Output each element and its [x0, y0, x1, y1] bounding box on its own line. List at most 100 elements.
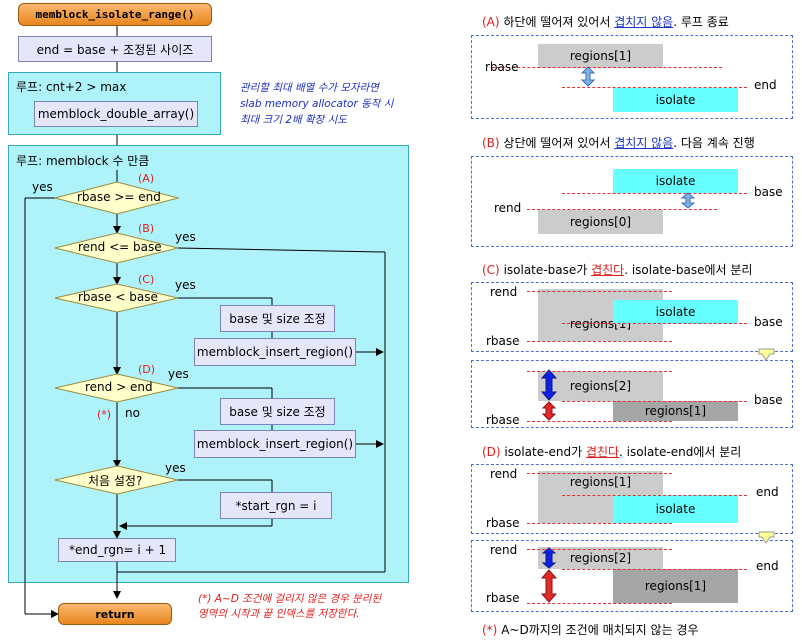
base-line [562, 323, 747, 324]
panel-a: regions[1] isolate rbase end [471, 35, 793, 119]
note2-line2: 영역의 시작과 끝 인덱스를 저장한다. [198, 608, 360, 620]
base-label: base [754, 315, 783, 329]
decision-c-label: rbase < base [78, 290, 158, 304]
yes-b: yes [175, 230, 196, 244]
decision-b-label: rend <= base [78, 240, 162, 254]
end-label: end [754, 78, 777, 92]
rend-line [527, 549, 672, 550]
rend-label: rend [490, 285, 518, 299]
end-line [562, 569, 747, 570]
yes-c: yes [175, 278, 196, 292]
panel-c1: regions[1] isolate rend base rbase [471, 282, 793, 352]
isolate-bar: isolate [613, 169, 738, 193]
gap-arrow-icon [680, 192, 696, 209]
tag-c: (C) [138, 273, 155, 286]
rbase-label: rbase [486, 334, 520, 348]
size-arrow-icon [541, 401, 557, 421]
rend-line [527, 209, 717, 210]
no-d: no [125, 406, 140, 420]
note1-line3: 최대 크기 2배 확장 시도 [240, 114, 347, 126]
decision-b-shape [54, 232, 179, 264]
decision-d-label: rend > end [85, 380, 153, 394]
end-rgn-box: *end_rgn= i + 1 [58, 538, 176, 562]
rend-line [527, 473, 672, 474]
decision-d-shape [54, 373, 179, 403]
decision-first-label: 처음 설정? [88, 474, 143, 488]
region1-bar: regions[1] [538, 44, 663, 68]
decision-first-shape [54, 465, 179, 495]
tag-b: (B) [138, 222, 155, 235]
decision-a-label: rbase >= end [77, 190, 161, 204]
note2-line1: (*) A~D 조건에 걸리지 않은 경우 분리된 [198, 593, 382, 605]
size-arrow-icon [540, 369, 558, 401]
loop-memblock-title: 루프: memblock 수 만큼 [16, 154, 150, 168]
rend-line [527, 291, 672, 292]
isolate-bar: isolate [613, 88, 738, 112]
case-c-header: (C) isolate-base가 겹친다. isolate-base에서 분리 [482, 263, 753, 277]
rbase-line [527, 341, 672, 342]
rend-line [527, 371, 672, 372]
isolate-bar: isolate [613, 495, 738, 523]
size-arrow-icon [540, 569, 558, 603]
end-label: end [756, 485, 779, 499]
tag-d: (D) [138, 363, 156, 376]
yes-a: yes [32, 180, 53, 194]
decision-a-shape [54, 181, 180, 215]
note1-line1: 관리할 최대 배열 수가 모자라면 [240, 82, 379, 94]
note-star: (*) A~D 조건에 걸리지 않은 경우 분리된 영역의 시작과 끝 인덱스를… [198, 592, 381, 622]
size-arrow-icon [541, 547, 557, 569]
rbase-label: rbase [486, 591, 520, 605]
yes-d: yes [168, 367, 189, 381]
base-line [562, 193, 747, 194]
panel-b: isolate regions[0] base rend [471, 156, 793, 247]
region1-bar: regions[1] [613, 401, 738, 421]
base-label: base [754, 393, 783, 407]
panel-d1: regions[1] isolate rend end rbase [471, 464, 793, 534]
yes-first: yes [165, 461, 186, 475]
decision-c-shape [54, 283, 179, 313]
down-arrow-icon [758, 348, 775, 361]
return-terminal: return [58, 603, 172, 625]
panel-c2: regions[2] regions[1] base rbase [471, 360, 793, 428]
region1-bar: regions[1] [613, 569, 738, 603]
base-label: base [754, 185, 783, 199]
down-arrow-icon [758, 531, 775, 544]
rbase-label: rbase [486, 516, 520, 530]
isolate-bar: isolate [613, 300, 738, 324]
rbase-label: rbase [486, 413, 520, 427]
note1-line2: slab memory allocator 동작 시 [240, 98, 394, 110]
rend-label: rend [490, 543, 518, 557]
double-array-box: memblock_double_array() [34, 101, 198, 127]
init-end-box: end = base + 조정된 사이즈 [18, 36, 212, 62]
tag-a: (A) [138, 172, 155, 185]
rbase-line [527, 421, 672, 422]
rend-label: rend [490, 467, 518, 481]
insert-d-box: memblock_insert_region() [194, 430, 356, 458]
region2-bar: regions[2] [538, 547, 663, 569]
case-a-header: (A) 하단에 떨어져 있어서 겹치지 않음. 루프 종료 [482, 15, 729, 29]
tag-star: (*) [97, 408, 112, 421]
gap-arrow-icon [580, 66, 596, 87]
start-terminal: memblock_isolate_range() [18, 3, 212, 26]
start-rgn-box: *start_rgn = i [220, 492, 332, 519]
end-label: end [756, 559, 779, 573]
end-line [562, 87, 747, 88]
region2-bar: regions[2] [538, 371, 663, 401]
note-double-array: 관리할 최대 배열 수가 모자라면 slab memory allocator … [240, 80, 393, 128]
rend-label: rend [494, 201, 522, 215]
insert-c-box: memblock_insert_region() [194, 338, 356, 366]
rbase-line [492, 67, 722, 68]
rbase-line [527, 603, 672, 604]
case-b-header: (B) 상단에 떨어져 있어서 겹치지 않음. 다음 계속 진행 [482, 136, 755, 150]
panel-d2: regions[2] regions[1] rend end rbase [471, 540, 793, 612]
region0-bar: regions[0] [538, 210, 663, 234]
case-d-header: (D) isolate-end가 겹친다. isolate-end에서 분리 [482, 445, 742, 459]
case-star-footer: (*) A~D까지의 조건에 매치되지 않는 경우 [482, 623, 699, 637]
end-line [562, 495, 747, 496]
rbase-line [527, 523, 672, 524]
rbase-label: rbase [485, 60, 519, 74]
adjust-d-box: base 및 size 조정 [220, 398, 335, 425]
base-line [562, 401, 747, 402]
